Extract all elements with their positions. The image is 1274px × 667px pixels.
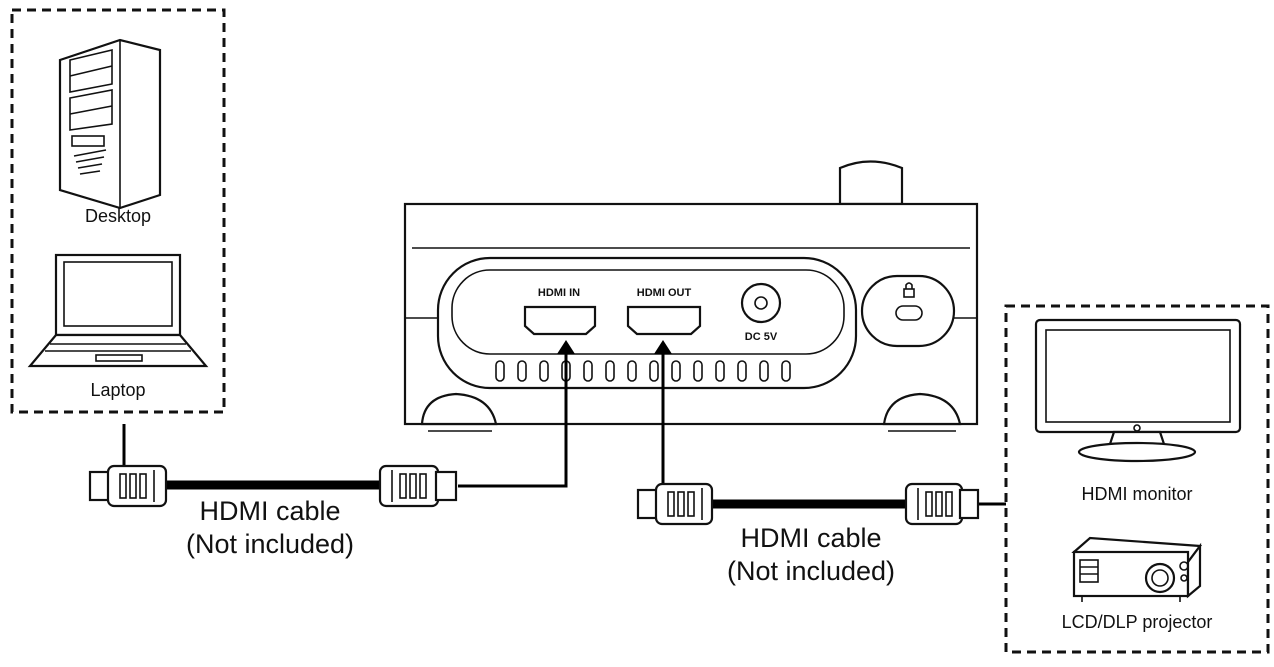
video-capture-device: HDMI IN HDMI OUT DC 5V xyxy=(403,160,979,432)
hdmi-in-port xyxy=(523,305,597,336)
lock-panel xyxy=(860,274,956,348)
laptop-icon xyxy=(27,253,209,368)
hdmi-plug-left xyxy=(636,482,714,526)
source-group: Desktop Laptop xyxy=(10,8,226,414)
hdmi-plug-right xyxy=(378,464,458,508)
laptop-label: Laptop xyxy=(90,380,145,400)
cable-out-line1: HDMI cable xyxy=(740,523,881,553)
hdmi-out-label: HDMI OUT xyxy=(637,287,692,299)
hdmi-cable-in: HDMI cable (Not included) xyxy=(88,464,458,559)
hdmi-out-arrow xyxy=(654,340,672,354)
desktop-label: Desktop xyxy=(85,206,151,226)
cable-out-line2: (Not included) xyxy=(727,556,895,586)
hdmi-plug-left xyxy=(88,464,168,508)
monitor-icon xyxy=(1034,318,1242,463)
cable-in-line2: (Not included) xyxy=(186,529,354,559)
signal-wires xyxy=(122,340,1006,506)
hdmi-in-label: HDMI IN xyxy=(538,287,580,299)
hdmi-cable-out: HDMI cable (Not included) xyxy=(636,482,980,586)
projector-label: LCD/DLP projector xyxy=(1062,612,1213,632)
source-group-box xyxy=(10,8,226,414)
display-group-box xyxy=(1004,304,1270,654)
hdmi-plug-right xyxy=(904,482,980,526)
monitor-label: HDMI monitor xyxy=(1081,484,1192,504)
dc-power-jack xyxy=(740,282,782,324)
projector-icon xyxy=(1071,536,1203,602)
cable-in-line1: HDMI cable xyxy=(199,496,340,526)
lock-icon xyxy=(903,282,915,298)
hdmi-in-arrow xyxy=(557,340,575,354)
desktop-icon xyxy=(58,38,162,210)
knob xyxy=(838,160,904,206)
right-foot xyxy=(882,392,962,426)
lock-slot xyxy=(895,305,923,321)
hdmi-out-port xyxy=(626,305,702,336)
left-foot xyxy=(420,392,498,426)
display-group: HDMI monitor LCD/DLP projector xyxy=(1004,304,1270,654)
dc-label: DC 5V xyxy=(745,331,778,343)
